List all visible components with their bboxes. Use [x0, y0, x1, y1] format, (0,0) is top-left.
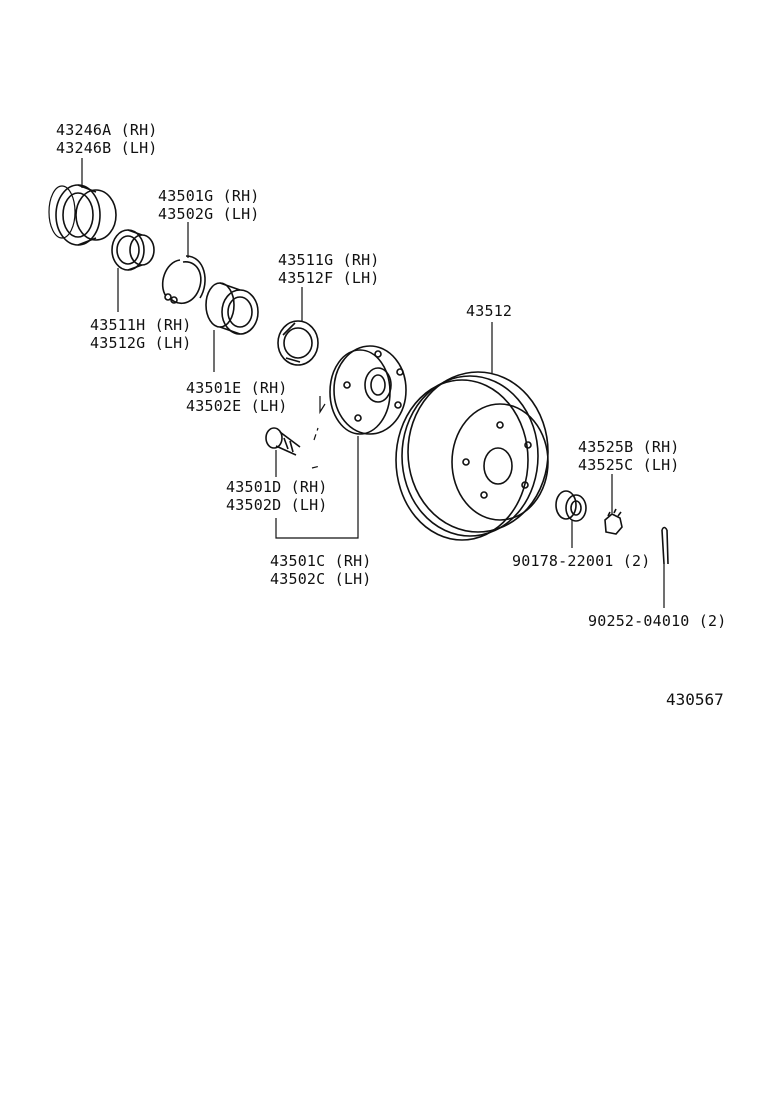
leader-lines	[81, 158, 665, 608]
bearing-race-right-part	[277, 320, 319, 366]
disc-rotor-part	[395, 371, 549, 541]
figure-number: 430567	[666, 690, 724, 709]
nut-lock-cap-part	[604, 508, 623, 535]
label-bearing-race-left: 43511H (RH) 43512G (LH)	[90, 316, 192, 352]
label-cotter-pin: 90252-04010 (2)	[588, 612, 727, 630]
label-hub-nut: 90178-22001 (2)	[512, 552, 651, 570]
oil-seal-part	[48, 184, 117, 246]
bearing-race-part	[111, 229, 155, 271]
bearing-cup-part	[205, 282, 259, 335]
label-bearing-race-right: 43511G (RH) 43512F (LH)	[278, 251, 380, 287]
label-snap-ring: 43501G (RH) 43502G (LH)	[158, 187, 260, 223]
label-hub-bolt: 43501D (RH) 43502D (LH)	[226, 478, 328, 514]
snap-ring-part	[161, 255, 206, 305]
hub-flange-part	[329, 345, 407, 435]
label-bearing-cup: 43501E (RH) 43502E (LH)	[186, 379, 288, 415]
hub-bolt-part	[265, 427, 301, 456]
label-disc-rotor: 43512	[466, 302, 513, 320]
hub-nut-part	[555, 490, 587, 522]
cotter-pin-part	[661, 526, 669, 565]
label-hub-flange: 43501C (RH) 43502C (LH)	[270, 552, 372, 588]
label-nut-lock-cap: 43525B (RH) 43525C (LH)	[578, 438, 680, 474]
label-oil-seal: 43246A (RH) 43246B (LH)	[56, 121, 158, 157]
